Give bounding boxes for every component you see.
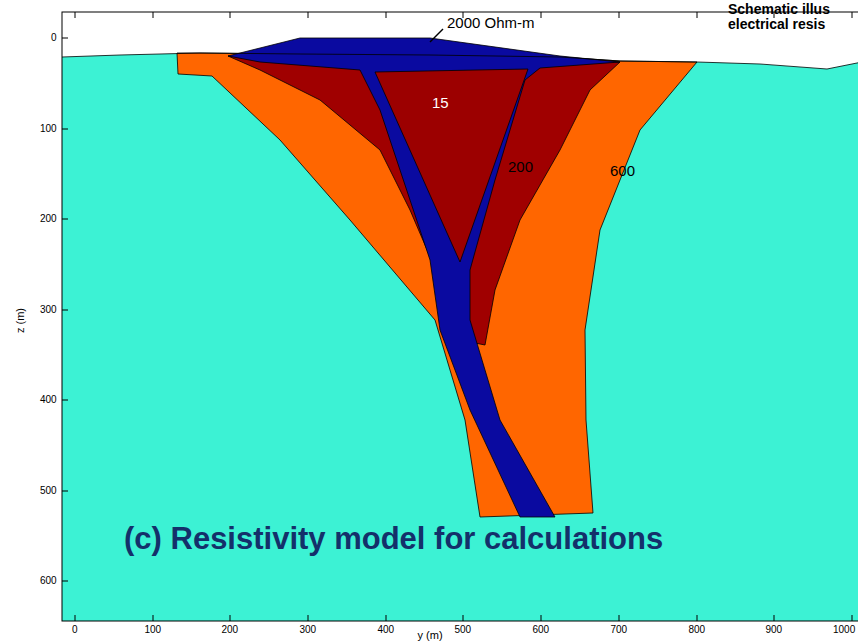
axis-title: y (m) xyxy=(418,630,443,641)
tick-label: 500 xyxy=(40,486,57,496)
tick-label: 200 xyxy=(222,625,239,635)
tick-marks xyxy=(62,12,852,621)
figure-caption: (c) Resistivity model for calculations xyxy=(124,523,663,554)
leader-line xyxy=(430,29,443,42)
tick-label: 400 xyxy=(378,625,395,635)
resistivity-label: 600 xyxy=(610,163,635,178)
host-rock xyxy=(62,12,858,621)
tick-label: 0 xyxy=(51,33,57,43)
title-fragment: Schematic illus xyxy=(728,2,830,16)
tick-label: 0 xyxy=(72,625,78,635)
resistivity-label: 2000 Ohm-m xyxy=(447,15,535,30)
axis-title: z (m) xyxy=(15,307,26,332)
tick-label: 300 xyxy=(300,625,317,635)
tick-label: 200 xyxy=(40,214,57,224)
tick-label: 300 xyxy=(40,305,57,315)
ground-surface xyxy=(62,53,858,69)
zone-2000 xyxy=(228,38,620,517)
zone-15 xyxy=(375,69,528,262)
axes-box xyxy=(62,12,858,621)
tick-label: 900 xyxy=(766,625,783,635)
tick-label: 800 xyxy=(689,625,706,635)
tick-label: 600 xyxy=(533,625,550,635)
resistivity-label: 200 xyxy=(508,159,533,174)
title-fragment: electrical resis xyxy=(728,17,825,31)
tick-label: 100 xyxy=(40,124,57,134)
tick-label: 600 xyxy=(40,576,57,586)
tick-label: 1000 xyxy=(833,625,855,635)
tick-label: 100 xyxy=(145,625,162,635)
tick-label: 500 xyxy=(455,625,472,635)
tick-label: 700 xyxy=(611,625,628,635)
tick-label: 400 xyxy=(40,395,57,405)
resistivity-label: 15 xyxy=(432,95,449,110)
